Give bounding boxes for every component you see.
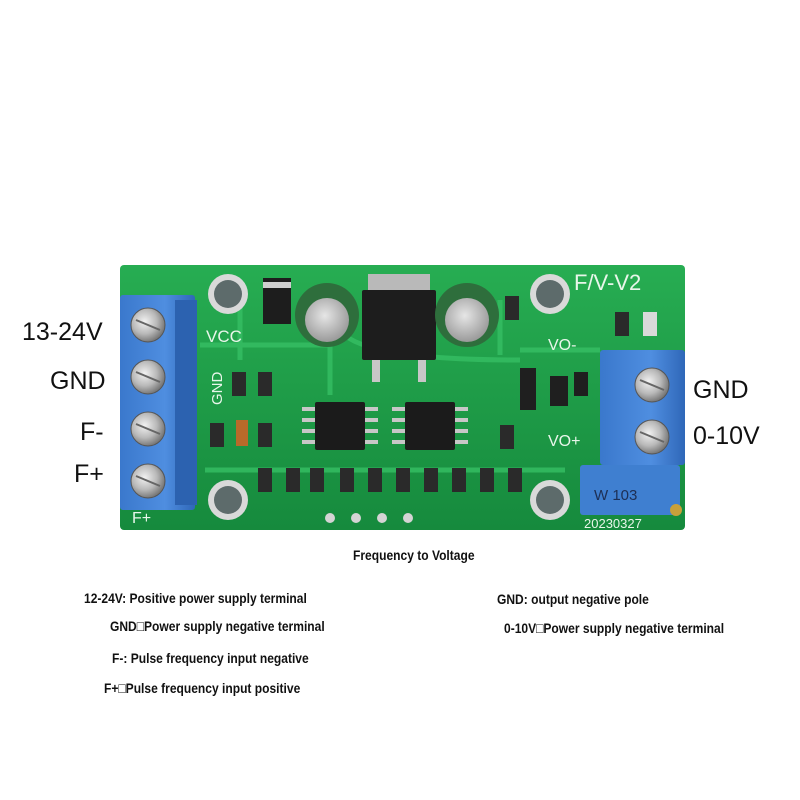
label-f-plus: F+ bbox=[74, 460, 104, 488]
label-f-minus: F- bbox=[80, 418, 104, 446]
note-power-negative: GND□Power supply negative terminal bbox=[110, 618, 325, 634]
note-output-negative: GND: output negative pole bbox=[497, 591, 649, 607]
ic-pins bbox=[302, 407, 468, 444]
pot-code: W 103 bbox=[594, 487, 637, 504]
note-output-voltage: 0-10V□Power supply negative terminal bbox=[504, 620, 725, 636]
pcb-board bbox=[120, 265, 685, 530]
voltage-regulator bbox=[362, 274, 436, 382]
mounting-holes bbox=[208, 274, 570, 520]
capacitors bbox=[295, 283, 499, 347]
ic-chips bbox=[315, 402, 455, 450]
silkscreen-model: F/V-V2 bbox=[574, 270, 641, 295]
silkscreen-gnd: GND bbox=[209, 372, 226, 406]
smd-components bbox=[210, 296, 657, 449]
silkscreen-vo-minus: VO- bbox=[548, 337, 576, 354]
potentiometer bbox=[580, 465, 682, 516]
smd-resistor-row bbox=[258, 468, 522, 492]
input-terminal-block bbox=[120, 295, 197, 510]
note-power-positive: 12-24V: Positive power supply terminal bbox=[84, 590, 307, 606]
note-pulse-positive: F+□Pulse frequency input positive bbox=[104, 680, 301, 696]
label-0-10v: 0-10V bbox=[693, 422, 760, 450]
header-pads bbox=[325, 513, 413, 523]
silkscreen-vcc: VCC bbox=[206, 327, 242, 346]
silkscreen-date-code: 20230327 bbox=[584, 516, 642, 531]
label-gnd-output: GND bbox=[693, 376, 749, 404]
silkscreen-terminal-marker: F+ bbox=[132, 510, 151, 527]
label-gnd-input: GND bbox=[50, 367, 106, 395]
label-13-24v: 13-24V bbox=[22, 318, 103, 346]
note-pulse-negative: F-: Pulse frequency input negative bbox=[112, 650, 309, 666]
caption-title: Frequency to Voltage bbox=[353, 547, 475, 563]
silkscreen-vo-plus: VO+ bbox=[548, 433, 580, 450]
output-terminal-block bbox=[600, 350, 685, 465]
